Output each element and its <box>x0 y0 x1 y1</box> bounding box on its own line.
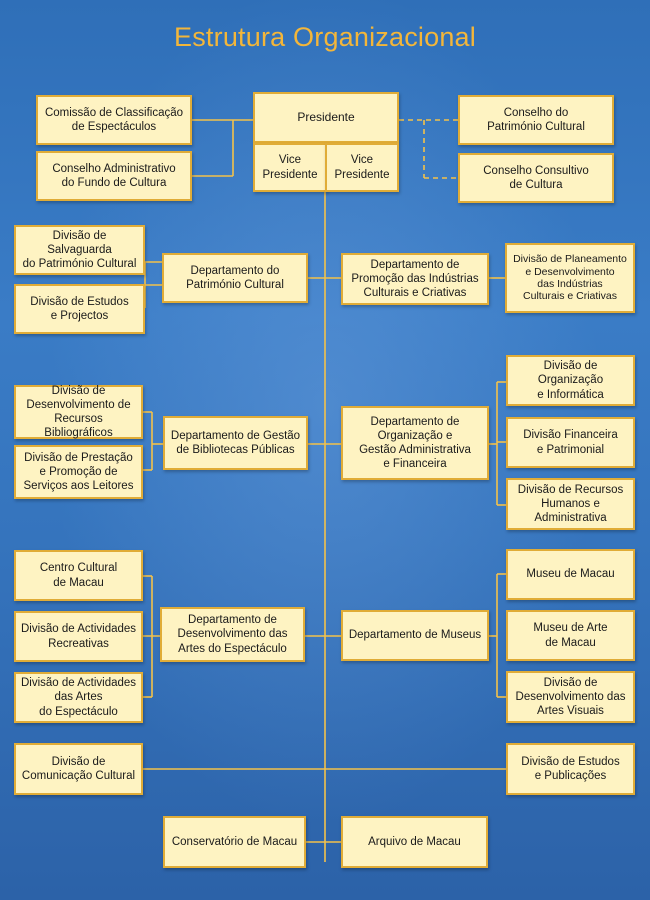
museu-arte-box: Museu de Arte de Macau <box>506 610 635 661</box>
presidente-box: Presidente <box>253 92 399 143</box>
divisao-planeamento-box: Divisão de Planeamento e Desenvolvimento… <box>505 243 635 313</box>
museu-macau-box: Museu de Macau <box>506 549 635 600</box>
arquivo-box: Arquivo de Macau <box>341 816 488 868</box>
centro-cultural-box: Centro Cultural de Macau <box>14 550 143 601</box>
conservatorio-box: Conservatório de Macau <box>163 816 306 868</box>
chart-title: Estrutura Organizacional <box>174 22 476 52</box>
divisao-estudos-projectos-box: Divisão de Estudos e Projectos <box>14 284 145 334</box>
departamento-patrimonio-box: Departamento do Património Cultural <box>162 253 308 303</box>
departamento-organizacao-box: Departamento de Organização e Gestão Adm… <box>341 406 489 480</box>
divisao-organizacao-informatica-box: Divisão de Organização e Informática <box>506 355 635 406</box>
comissao-classificacao-box: Comissão de Classificação de Espectáculo… <box>36 95 192 145</box>
conselho-consultivo-box: Conselho Consultivo de Cultura <box>458 153 614 203</box>
conselho-administrativo-box: Conselho Administrativo do Fundo de Cult… <box>36 151 192 201</box>
vice-presidente-2-box: Vice Presidente <box>325 143 399 192</box>
divisao-comunicacao-cultural-box: Divisão de Comunicação Cultural <box>14 743 143 795</box>
departamento-bibliotecas-box: Departamento de Gestão de Bibliotecas Pú… <box>163 416 308 470</box>
vice-presidente-1-box: Vice Presidente <box>253 143 327 192</box>
divisao-recursos-humanos-box: Divisão de Recursos Humanos e Administra… <box>506 478 635 530</box>
divisao-recursos-bibliograficos-box: Divisão de Desenvolvimento de Recursos B… <box>14 385 143 439</box>
departamento-museus-box: Departamento de Museus <box>341 610 489 661</box>
divisao-estudos-publicacoes-box: Divisão de Estudos e Publicações <box>506 743 635 795</box>
divisao-prestacao-box: Divisão de Prestação e Promoção de Servi… <box>14 445 143 499</box>
departamento-artes-espectaculo-box: Departamento de Desenvolvimento das Arte… <box>160 607 305 662</box>
departamento-promocao-box: Departamento de Promoção das Indústrias … <box>341 253 489 305</box>
divisao-artes-visuais-box: Divisão de Desenvolvimento das Artes Vis… <box>506 671 635 723</box>
divisao-salvaguarda-box: Divisão de Salvaguarda do Património Cul… <box>14 225 145 275</box>
divisao-actividades-artes-box: Divisão de Actividades das Artes do Espe… <box>14 672 143 723</box>
divisao-actividades-recreativas-box: Divisão de Actividades Recreativas <box>14 611 143 662</box>
conselho-patrimonio-box: Conselho do Património Cultural <box>458 95 614 145</box>
divisao-financeira-box: Divisão Financeira e Patrimonial <box>506 417 635 468</box>
